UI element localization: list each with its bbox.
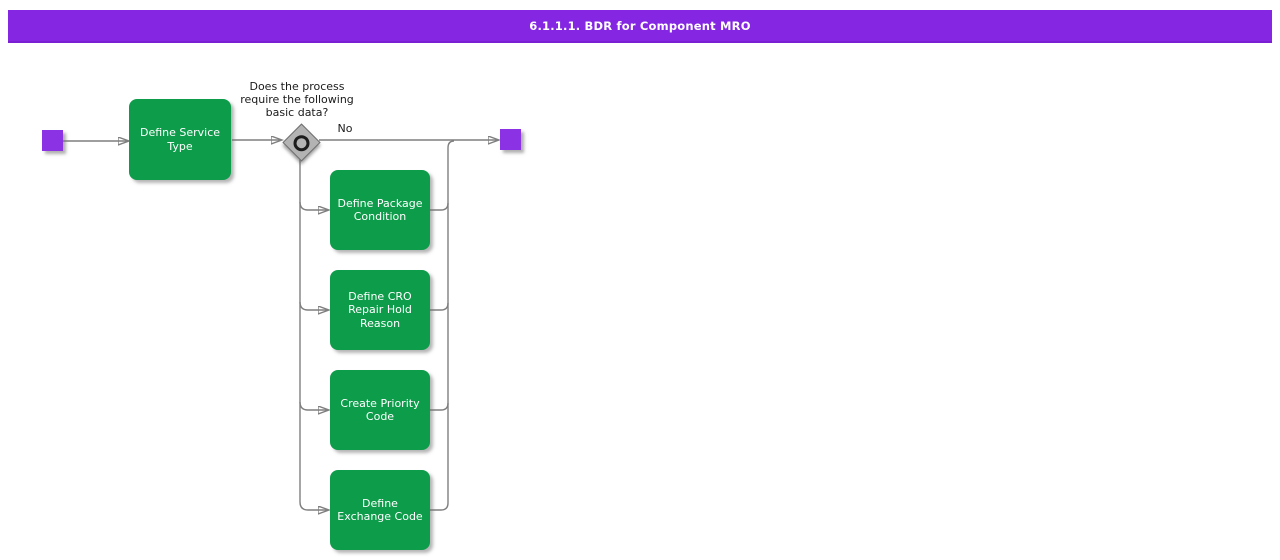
task-label: Define Package Condition (337, 196, 423, 224)
merge-priority-code (430, 402, 449, 411)
task-define-exchange-code[interactable]: Define Exchange Code (330, 470, 430, 550)
task-create-priority-code[interactable]: Create Priority Code (330, 370, 430, 450)
task-label: Define Exchange Code (337, 496, 423, 524)
task-label: Create Priority Code (340, 396, 420, 424)
task-define-package-condition[interactable]: Define Package Condition (330, 170, 430, 250)
task-define-cro-repair-hold-reason[interactable]: Define CRO Repair Hold Reason (330, 270, 430, 350)
flow-branch-priority-code (299, 401, 328, 410)
decision-gateway (282, 123, 321, 162)
task-label: Define CRO Repair Hold Reason (348, 289, 412, 330)
flow-branch-package-condition (299, 201, 328, 210)
branch-label-no: No (337, 122, 353, 135)
task-define-service-type[interactable]: Define Service Type (129, 99, 231, 180)
flow-decision-to-exchange-code (299, 158, 328, 510)
task-label: Define Service Type (139, 126, 221, 153)
merge-cro-repair-hold (430, 302, 449, 311)
merge-vertical-to-end (447, 140, 455, 503)
decision-question-label: Does the process require the following b… (240, 80, 354, 119)
merge-package-condition (430, 202, 449, 211)
start-node (42, 130, 63, 151)
decision-gateway-icon (293, 134, 310, 151)
diagram-title-bar: 6.1.1.1. BDR for Component MRO (8, 10, 1272, 43)
flow-branch-cro-repair-hold (299, 301, 328, 310)
end-node (500, 129, 521, 150)
merge-exchange-code (430, 502, 449, 511)
diagram-title: 6.1.1.1. BDR for Component MRO (529, 18, 751, 33)
